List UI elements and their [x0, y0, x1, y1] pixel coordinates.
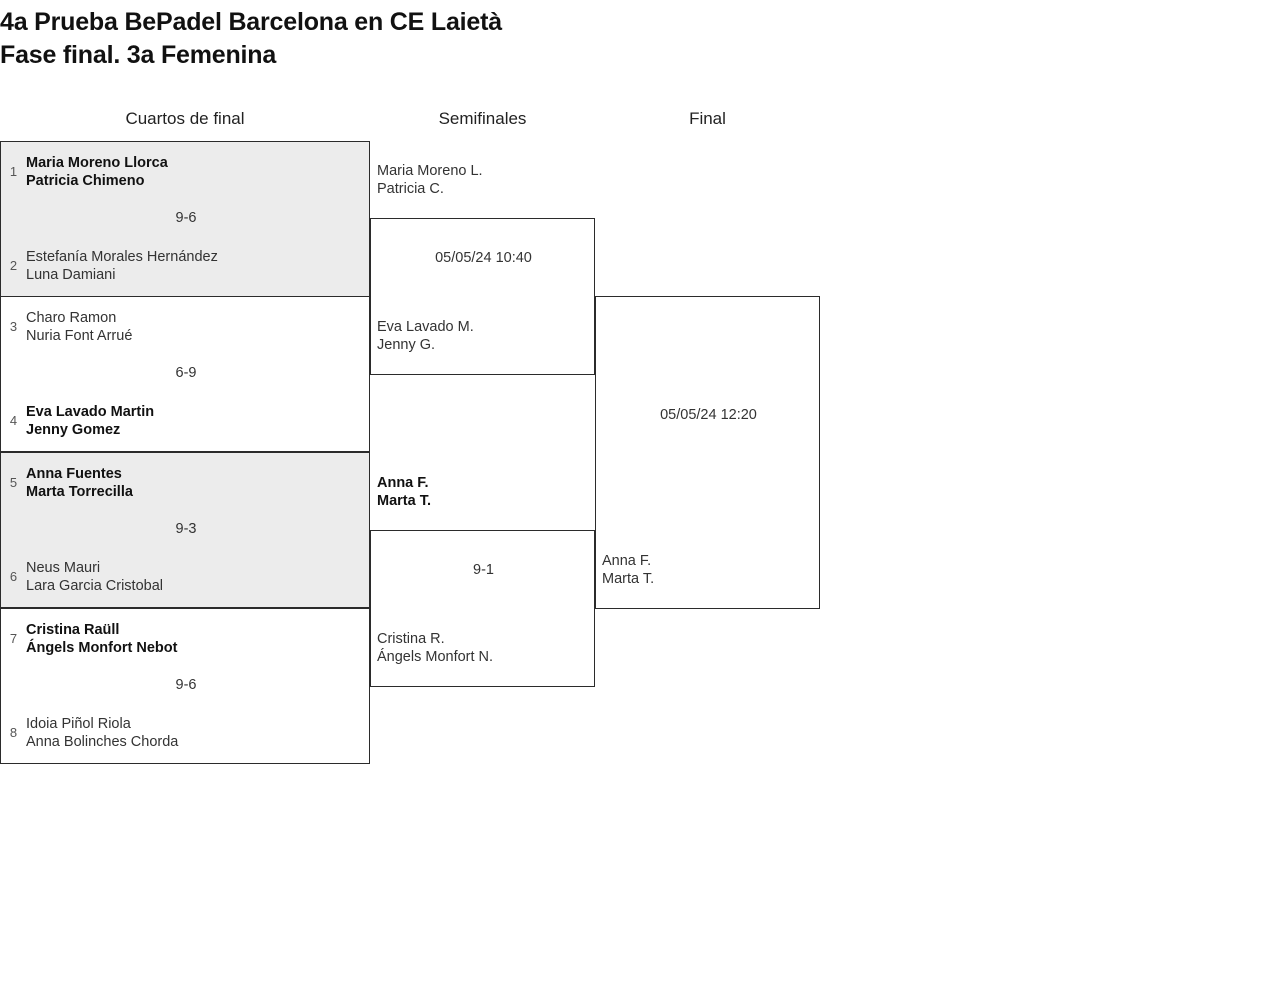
match-score: 9-6	[175, 677, 197, 693]
team-names: Cristina Raüll Ángels Monfort Nebot	[26, 621, 177, 657]
match-score: 9-1	[473, 562, 494, 578]
match-score: 6-9	[175, 365, 197, 381]
match-slot-top[interactable]: 7 Cristina Raüll Ángels Monfort Nebot	[1, 615, 371, 663]
match-slot-top[interactable]: 1 Maria Moreno Llorca Patricia Chimeno	[1, 148, 371, 196]
player-name-1: Anna F.	[602, 553, 652, 569]
team-names: Neus Mauri Lara Garcia Cristobal	[26, 559, 163, 595]
player-name-2: Ángels Monfort N.	[377, 649, 494, 665]
match-slot-top[interactable]: 5 Anna Fuentes Marta Torrecilla	[1, 459, 371, 507]
match-final[interactable]: 05/05/24 12:20	[595, 296, 820, 609]
match-score: 9-3	[175, 521, 197, 537]
match-quarterfinal-2[interactable]: 3 Charo Ramon Nuria Font Arrué 6-9 4 Eva…	[0, 296, 370, 452]
player-name-1: Anna Fuentes	[26, 466, 122, 482]
semifinal-2-top-team: Anna F. Marta T.	[377, 474, 431, 510]
page-title: 4a Prueba BePadel Barcelona en CE Laietà…	[0, 6, 900, 72]
semifinal-2-bottom-team: Cristina R. Ángels Monfort N.	[377, 630, 493, 666]
player-name-1: Cristina R.	[377, 631, 445, 647]
player-name-2: Patricia Chimeno	[26, 173, 145, 189]
player-name-1: Maria Moreno L.	[377, 163, 483, 179]
seed-number: 6	[9, 569, 18, 584]
player-name-1: Charo Ramon	[26, 310, 117, 326]
team-names: Idoia Piñol Riola Anna Bolinches Chorda	[26, 715, 178, 751]
match-score: 9-6	[175, 210, 197, 226]
player-name-2: Marta T.	[602, 571, 655, 587]
round-header-quarterfinals: Cuartos de final	[125, 109, 245, 128]
team-names: Anna Fuentes Marta Torrecilla	[26, 465, 133, 501]
player-name-2: Lara Garcia Cristobal	[26, 578, 163, 594]
seed-number: 4	[9, 413, 18, 428]
semifinal-1-bottom-team: Eva Lavado M. Jenny G.	[377, 318, 474, 354]
match-slot-top[interactable]: 3 Charo Ramon Nuria Font Arrué	[1, 303, 371, 351]
match-slot-bottom[interactable]: 2 Estefanía Morales Hernández Luna Damia…	[1, 242, 371, 290]
seed-number: 2	[9, 258, 18, 273]
team-names: Charo Ramon Nuria Font Arrué	[26, 309, 132, 345]
player-name-2: Patricia C.	[377, 181, 444, 197]
match-quarterfinal-3[interactable]: 5 Anna Fuentes Marta Torrecilla 9-3 6 Ne…	[0, 452, 370, 608]
tournament-title-line2: Fase final. 3a Femenina	[0, 41, 277, 69]
seed-number: 8	[9, 725, 18, 740]
match-slot-bottom[interactable]: 6 Neus Mauri Lara Garcia Cristobal	[1, 553, 371, 601]
match-semifinal-2[interactable]: 9-1	[370, 530, 595, 687]
player-name-1: Maria Moreno Llorca	[26, 155, 168, 171]
seed-number: 1	[9, 164, 18, 179]
round-header-semifinals: Semifinales	[438, 109, 527, 128]
match-score: 05/05/24 12:20	[660, 407, 757, 423]
team-names: Estefanía Morales Hernández Luna Damiani	[26, 248, 218, 284]
player-name-1: Cristina Raüll	[26, 622, 120, 638]
round-header-final: Final	[689, 109, 726, 128]
match-quarterfinal-1[interactable]: 1 Maria Moreno Llorca Patricia Chimeno 9…	[0, 141, 370, 297]
player-name-2: Nuria Font Arrué	[26, 328, 133, 344]
player-name-2: Jenny G.	[377, 337, 436, 353]
player-name-1: Neus Mauri	[26, 560, 101, 576]
team-names: Maria Moreno Llorca Patricia Chimeno	[26, 154, 168, 190]
semifinal-1-top-team: Maria Moreno L. Patricia C.	[377, 162, 483, 198]
player-name-1: Idoia Piñol Riola	[26, 716, 131, 732]
player-name-2: Marta Torrecilla	[26, 484, 133, 500]
team-names: Eva Lavado Martin Jenny Gomez	[26, 403, 154, 439]
match-slot-bottom[interactable]: 8 Idoia Piñol Riola Anna Bolinches Chord…	[1, 709, 371, 757]
tournament-title-line1: 4a Prueba BePadel Barcelona en CE Laietà	[0, 8, 502, 36]
match-quarterfinal-4[interactable]: 7 Cristina Raüll Ángels Monfort Nebot 9-…	[0, 608, 370, 764]
match-slot-bottom[interactable]: 4 Eva Lavado Martin Jenny Gomez	[1, 397, 371, 445]
player-name-2: Ángels Monfort Nebot	[26, 640, 178, 656]
seed-number: 3	[9, 319, 18, 334]
player-name-1: Anna F.	[377, 475, 429, 491]
match-semifinal-1[interactable]: 05/05/24 10:40	[370, 218, 595, 375]
seed-number: 7	[9, 631, 18, 646]
player-name-1: Estefanía Morales Hernández	[26, 249, 218, 265]
player-name-2: Luna Damiani	[26, 267, 116, 283]
final-bottom-team: Anna F. Marta T.	[602, 552, 654, 588]
player-name-2: Jenny Gomez	[26, 422, 121, 438]
player-name-1: Eva Lavado M.	[377, 319, 474, 335]
match-score: 05/05/24 10:40	[435, 250, 532, 266]
player-name-2: Marta T.	[377, 493, 431, 509]
player-name-1: Eva Lavado Martin	[26, 404, 155, 420]
seed-number: 5	[9, 475, 18, 490]
player-name-2: Anna Bolinches Chorda	[26, 734, 179, 750]
